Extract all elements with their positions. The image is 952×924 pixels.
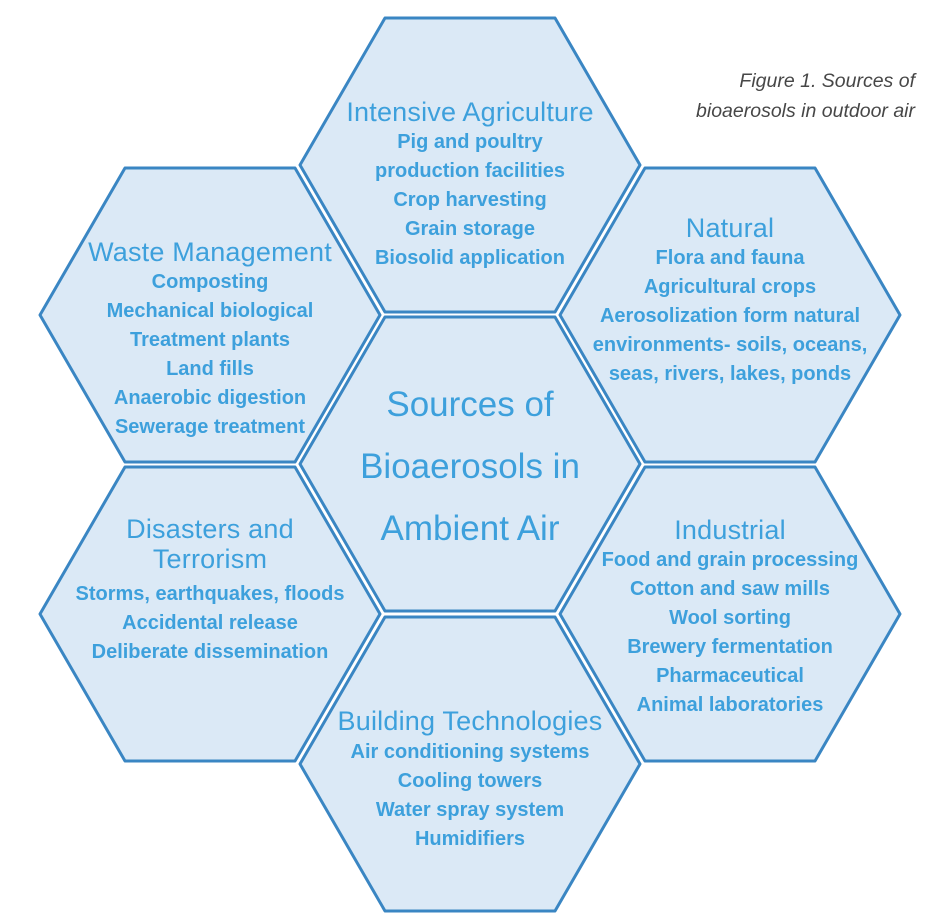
industrial-item: Animal laboratories <box>636 694 824 716</box>
natural-item: seas, rivers, lakes, ponds <box>608 363 852 385</box>
building-technologies-item: Air conditioning systems <box>350 741 590 763</box>
natural-text: Natural Flora and fauna Agricultural cro… <box>550 212 910 389</box>
industrial-item: Wool sorting <box>669 607 791 629</box>
natural-item: Flora and fauna <box>655 247 805 269</box>
intensive-agriculture-text: Intensive Agriculture Pig and poultry pr… <box>295 96 645 273</box>
intensive-agriculture-item: Crop harvesting <box>393 189 547 211</box>
building-technologies-title: Building Technologies <box>337 706 603 736</box>
intensive-agriculture-item: Biosolid application <box>374 247 565 269</box>
intensive-agriculture-item: Grain storage <box>404 218 536 240</box>
building-technologies-text: Building Technologies Air conditioning s… <box>295 704 645 854</box>
center-title-line-2: Bioaerosols in <box>360 447 580 486</box>
industrial-item: Pharmaceutical <box>656 665 804 687</box>
hexagon-industrial <box>558 465 902 763</box>
waste-management-item: Anaerobic digestion <box>113 387 307 409</box>
industrial-title: Industrial <box>674 515 786 545</box>
figure-caption: Figure 1. Sources of bioaerosols in outd… <box>696 66 915 126</box>
waste-management-item: Sewerage treatment <box>114 416 306 438</box>
disasters-terrorism-title-line-2: Terrorism <box>152 544 268 574</box>
waste-management-item: Land fills <box>166 358 254 380</box>
disasters-terrorism-item: Storms, earthquakes, floods <box>75 583 345 605</box>
waste-management-item: Mechanical biological <box>106 300 314 322</box>
figure-caption-line-1: Figure 1. Sources of <box>739 70 915 92</box>
building-technologies-item: Cooling towers <box>397 770 543 792</box>
center-title-line-3: Ambient Air <box>380 509 560 548</box>
intensive-agriculture-item: production facilities <box>374 160 566 182</box>
hexagon-intensive-agriculture <box>298 16 642 314</box>
natural-title: Natural <box>685 213 775 243</box>
waste-management-title: Waste Management <box>88 237 332 267</box>
disasters-terrorism-item: Accidental release <box>122 612 298 634</box>
industrial-item: Brewery fermentation <box>627 636 833 658</box>
disasters-terrorism-item: Deliberate dissemination <box>91 641 329 663</box>
disasters-terrorism-title-line-1: Disasters and <box>126 514 294 544</box>
waste-management-item: Treatment plants <box>129 329 291 351</box>
center-hexagon-text: Sources of Bioaerosols in Ambient Air <box>300 374 640 560</box>
building-technologies-item: Humidifiers <box>414 828 526 850</box>
industrial-text: Industrial Food and grain processing Cot… <box>550 514 910 720</box>
waste-management-text: Waste Management Composting Mechanical b… <box>30 236 390 442</box>
waste-management-item: Composting <box>151 271 269 293</box>
natural-item: Aerosolization form natural <box>599 305 861 327</box>
hexagon-building-technologies <box>298 615 642 913</box>
center-title-line-1: Sources of <box>386 385 554 424</box>
building-technologies-item: Water spray system <box>375 799 565 821</box>
natural-item: Agricultural crops <box>643 276 817 298</box>
figure-caption-line-2: bioaerosols in outdoor air <box>696 100 915 122</box>
industrial-item: Cotton and saw mills <box>629 578 831 600</box>
intensive-agriculture-item: Pig and poultry <box>397 131 543 153</box>
hexagon-natural <box>558 166 902 464</box>
intensive-agriculture-title: Intensive Agriculture <box>346 97 594 127</box>
disasters-terrorism-text: Disasters and Terrorism Storms, earthqua… <box>30 514 390 667</box>
hexagon-waste-management <box>38 166 382 464</box>
natural-item: environments- soils, oceans, <box>592 334 868 356</box>
hexagon-disasters-terrorism <box>38 465 382 763</box>
industrial-item: Food and grain processing <box>601 549 859 571</box>
hexagon-center-sources <box>298 315 642 613</box>
